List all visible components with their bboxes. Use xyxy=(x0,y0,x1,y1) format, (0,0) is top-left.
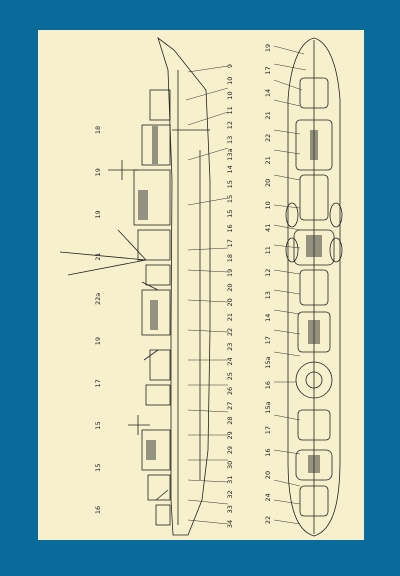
plan-label-6: 20 xyxy=(264,179,272,187)
side-label-8: 15 xyxy=(226,180,234,188)
plan-labels: 19 17 14 21 22 21 20 10 41 11 12 13 14 17 15a 16 15a 17 16… xyxy=(264,44,272,524)
plan-leaders xyxy=(273,45,307,525)
side-label-30: 33 xyxy=(226,505,234,513)
side-elevation xyxy=(59,36,211,536)
side-label-28: 31 xyxy=(226,476,234,484)
plan-label-17: 17 xyxy=(264,426,272,434)
side-label-26: 29 xyxy=(226,446,234,454)
side-label-31: 34 xyxy=(226,520,234,528)
side-label-11: 16 xyxy=(226,224,234,232)
plan-label-14: 15a xyxy=(264,357,272,369)
side-detail-fill xyxy=(138,126,158,460)
plan-label-11: 13 xyxy=(264,291,272,299)
left-callout-0: 18 xyxy=(94,126,102,134)
left-callout-6: 17 xyxy=(94,379,102,387)
side-label-27: 30 xyxy=(226,461,234,469)
side-label-3: 11 xyxy=(226,106,234,114)
side-leaders xyxy=(185,65,229,525)
left-callout-1: 19 xyxy=(94,168,102,176)
plan-label-21: 22 xyxy=(264,516,272,524)
plan-label-16: 15a xyxy=(264,401,272,413)
side-label-18: 22 xyxy=(226,328,234,336)
plan-label-2: 14 xyxy=(264,89,272,97)
plan-label-13: 17 xyxy=(264,336,272,344)
side-label-0: 9 xyxy=(226,64,234,68)
side-label-7: 14 xyxy=(226,165,234,173)
side-label-17: 21 xyxy=(226,313,234,321)
left-callouts: 18 19 19 21 22a 19 17 15 15 16 xyxy=(94,126,102,514)
plan-label-15: 16 xyxy=(264,381,272,389)
plan-label-10: 12 xyxy=(264,269,272,277)
plan-label-0: 19 xyxy=(264,44,272,52)
plan-label-20: 24 xyxy=(264,493,272,501)
side-label-21: 25 xyxy=(226,372,234,380)
side-label-4: 12 xyxy=(226,121,234,129)
plan-label-9: 11 xyxy=(264,246,272,254)
side-label-14: 19 xyxy=(226,269,234,277)
side-label-23: 27 xyxy=(226,402,234,410)
side-label-15: 20 xyxy=(226,283,234,291)
side-label-12: 17 xyxy=(226,239,234,247)
plan-label-18: 16 xyxy=(264,448,272,456)
plan-label-7: 10 xyxy=(264,201,272,209)
left-callout-7: 15 xyxy=(94,421,102,429)
plan-view xyxy=(285,37,343,537)
side-label-29: 32 xyxy=(226,490,234,498)
side-label-6: 13a xyxy=(226,149,234,161)
side-label-2: 10 xyxy=(226,91,234,99)
plan-label-19: 20 xyxy=(264,471,272,479)
plan-label-4: 22 xyxy=(264,134,272,142)
side-label-20: 24 xyxy=(226,357,234,365)
left-callout-8: 15 xyxy=(94,464,102,472)
side-label-19: 23 xyxy=(226,343,234,351)
side-label-22: 26 xyxy=(226,387,234,395)
side-label-24: 28 xyxy=(226,416,234,424)
left-callout-3: 21 xyxy=(94,253,102,261)
side-label-10: 15 xyxy=(226,210,234,218)
plan-label-1: 17 xyxy=(264,66,272,74)
left-callout-2: 19 xyxy=(94,210,102,218)
plan-label-3: 21 xyxy=(264,111,272,119)
plan-label-8: 41 xyxy=(264,224,272,232)
side-labels: 9 10 10 11 12 13 13a 14 15 15 15 16 17 18 19 20 20 21 22 23… xyxy=(226,64,234,528)
side-label-1: 10 xyxy=(226,77,234,85)
plan-label-12: 14 xyxy=(264,314,272,322)
side-label-13: 18 xyxy=(226,254,234,262)
side-label-5: 13 xyxy=(226,136,234,144)
plan-label-5: 21 xyxy=(264,156,272,164)
ship-drawing: 9 10 10 11 12 13 13a 14 15 15 15 16 17 18 19 20 20 21 22 23… xyxy=(59,36,343,537)
left-callout-9: 16 xyxy=(94,506,102,514)
side-label-16: 20 xyxy=(226,298,234,306)
plan-detail-fill xyxy=(306,130,322,473)
blueprint-sheet: 9 10 10 11 12 13 13a 14 15 15 15 16 17 18 19 20 20 21 22 23… xyxy=(38,30,364,540)
left-callout-4: 22a xyxy=(94,293,102,305)
left-callout-5: 19 xyxy=(94,337,102,345)
side-label-9: 15 xyxy=(226,195,234,203)
side-label-25: 29 xyxy=(226,431,234,439)
